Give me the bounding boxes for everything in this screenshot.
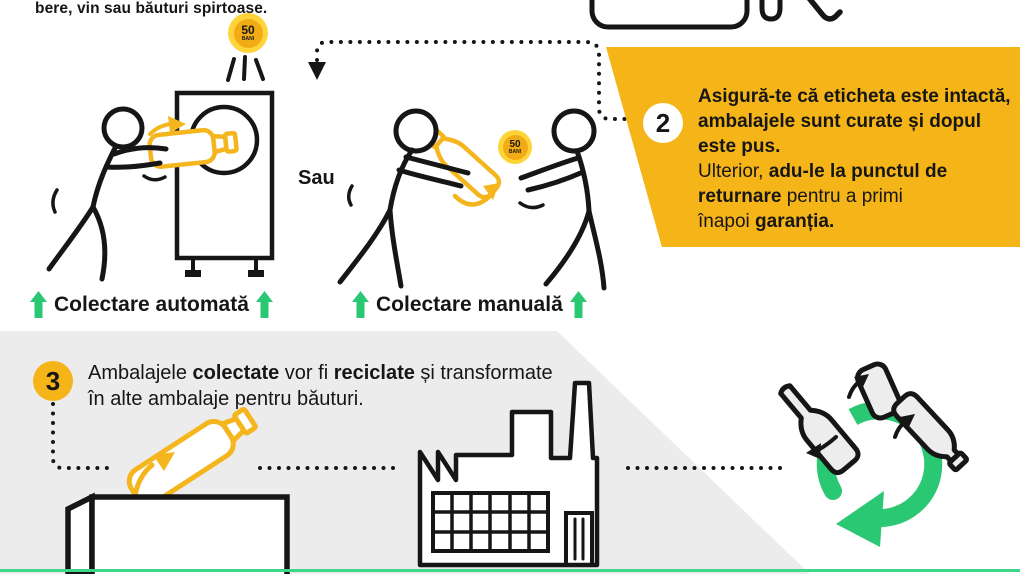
up-arrow-icon (569, 291, 587, 318)
recycling-loop-icon (778, 361, 969, 547)
person-giving-bottle (337, 108, 471, 289)
coin-motion-lines (226, 55, 265, 82)
step2-dotted-connector (308, 40, 642, 121)
coin-value: 50 (241, 23, 255, 37)
coin-value: 50 (509, 138, 521, 150)
exchange-arrow-icon (452, 183, 499, 207)
factory-door (564, 511, 594, 567)
bottle-into-machine-icon (147, 127, 239, 169)
coin-unit: BANI (241, 36, 255, 42)
manual-collection-text: Colectare manuală (376, 292, 563, 316)
coin-unit: BANI (508, 148, 522, 155)
arrow-down-icon (308, 62, 326, 80)
up-arrow-icon (255, 291, 273, 318)
coin-50-bani-icon: 50 BANI (228, 13, 268, 53)
cutoff-crate-icon (589, 0, 750, 30)
collection-box-icon (65, 492, 290, 574)
cutoff-person-legs-icon (759, 0, 843, 22)
person-receiving-bottle (518, 108, 607, 291)
plastic-bottle-icon (891, 391, 969, 473)
recycled-bottle-icon (126, 407, 258, 507)
collection-box-scene (65, 407, 290, 574)
step2-callout (606, 47, 1020, 247)
step2-text: Asigură-te că eticheta este intactă, amb… (698, 86, 1011, 232)
out-of-box-arrow-icon (132, 452, 175, 499)
automatic-collection-scene (46, 55, 275, 282)
recycle-arrowhead (836, 491, 884, 547)
or-label: Sau (298, 167, 335, 189)
up-arrow-icon (352, 291, 369, 318)
automatic-collection-text: Colectare automată (54, 292, 249, 316)
factory-icon (417, 380, 600, 568)
manual-collection-scene (337, 108, 607, 291)
automatic-collection-label: Colectare automată (30, 291, 273, 318)
insert-arrow-icon (148, 116, 186, 136)
cycle-arrow-icon (806, 374, 915, 459)
up-arrow-icon (30, 291, 47, 318)
glass-bottle-icon (778, 383, 861, 476)
intro-tail-text: bere, vin sau băuturi spirtoase. (35, 0, 268, 17)
can-icon (855, 361, 903, 421)
step2-number-badge: 2 (643, 103, 683, 143)
reverse-vending-machine-icon (174, 90, 275, 277)
footer-divider (0, 569, 1020, 572)
person-inserting-bottle (46, 106, 169, 282)
step3-dotted-connector (51, 402, 785, 470)
manual-collection-label: Colectare manuală (352, 291, 587, 318)
step3-text: Ambalajele colectate vor fi reciclate și… (88, 362, 553, 410)
factory-windows (431, 491, 550, 553)
coin-50-bani-icon: 50 BANI (498, 130, 532, 164)
step3-number-badge: 3 (33, 361, 73, 401)
